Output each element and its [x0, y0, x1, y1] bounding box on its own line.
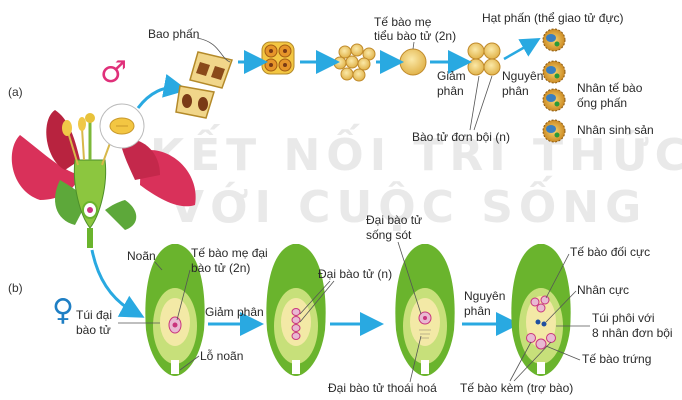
flower-ovule-core	[87, 207, 93, 213]
tetrad-haploid-spores	[467, 42, 501, 76]
label-nhan-te-bao-1: Nhân tế bào	[577, 81, 643, 95]
petal-back-left	[46, 110, 80, 170]
filament-3	[81, 127, 85, 161]
pollen-grain-1	[542, 28, 566, 52]
ovule-stage-1	[145, 244, 205, 376]
label-te-bao-me-2: tiểu bào tử (2n)	[374, 29, 456, 43]
pollen-grain-3	[542, 88, 566, 112]
female-symbol: ♀	[52, 293, 74, 328]
label-tui-dai-1: Túi đại	[76, 308, 112, 322]
anther-section-top	[189, 51, 233, 89]
label-hat-phan: Hạt phấn (thể giao tử đực)	[482, 11, 623, 25]
label-noan: Noãn	[127, 249, 156, 263]
label-tui-phoi-2: 8 nhân đơn bội	[592, 326, 673, 340]
label-bao-phan: Bao phấn	[148, 27, 199, 41]
watermark-line-1: KẾT NỐI TRI THỨC	[150, 123, 682, 181]
pollen-grains	[542, 28, 566, 143]
ovule-stage-2	[266, 244, 326, 376]
part-b-label: (b)	[8, 281, 23, 295]
flower-stem	[87, 228, 93, 248]
pollen-grain-4	[542, 119, 566, 143]
filament-1	[67, 131, 79, 166]
label-nguyen-phan-female-2: phân	[464, 304, 491, 318]
flower-illustration	[11, 110, 196, 248]
label-giam-phan-male-1: Giảm	[437, 69, 466, 83]
label-nhan-sinh-san: Nhân sinh sản	[577, 123, 654, 137]
arrow-mitosis-male	[503, 38, 541, 61]
anther-cross-section	[175, 51, 233, 119]
microspore-mother-cell-cluster	[333, 43, 376, 82]
watermark-line-2: VỚI CUỘC SỐNG	[170, 175, 647, 233]
ovule-stage-3	[395, 244, 455, 376]
label-te-bao-trung: Tế bào trứng	[582, 352, 651, 366]
anther-3	[78, 117, 86, 131]
arrow-flower-to-anther	[136, 74, 188, 109]
sepal-left	[55, 180, 88, 225]
label-te-bao-kem: Tế bào kèm (trợ bào)	[460, 381, 573, 395]
label-giam-phan-female: Giảm phân	[205, 305, 264, 319]
pollen-grain-2	[542, 60, 566, 84]
sepal-right	[105, 200, 137, 230]
label-dai-bao-tu-song-sot-1: Đại bào tử	[366, 213, 422, 227]
label-dai-bao-tu-thoai-hoa: Đại bào tử thoái hoá	[328, 381, 437, 395]
label-bao-tu-don-boi: Bào tử đơn bội (n)	[412, 130, 510, 144]
label-te-bao-me-dai-1: Tế bào mẹ đại	[191, 246, 268, 260]
stigma	[85, 113, 95, 123]
label-te-bao-me-dai-2: bào tử (2n)	[191, 261, 250, 275]
label-giam-phan-male-2: phân	[437, 84, 464, 98]
label-tui-phoi-1: Túi phôi với	[592, 311, 655, 325]
ovule-stage-4-embryo-sac	[511, 244, 571, 376]
petal-back-right	[120, 139, 160, 180]
microspore-mother-cell	[399, 48, 427, 76]
label-dai-bao-tu-n: Đại bào tử (n)	[318, 267, 392, 281]
label-lo-noan: Lỗ noãn	[200, 348, 243, 363]
anther-1	[62, 120, 72, 136]
label-tui-dai-2: bào tử	[76, 323, 111, 337]
male-symbol: ♂	[100, 55, 127, 90]
label-nguyen-phan-female-1: Nguyên	[464, 289, 505, 303]
label-nhan-cuc: Nhân cực	[577, 283, 629, 297]
label-nhan-te-bao-2: ống phấn	[577, 96, 627, 110]
label-dai-bao-tu-song-sot-2: sống sót	[366, 228, 412, 242]
anther-section-bottom	[175, 85, 215, 119]
label-nguyen-phan-male-2: phân	[502, 84, 529, 98]
label-te-bao-doi-cuc: Tế bào đối cực	[570, 245, 650, 259]
watermark: KẾT NỐI TRI THỨC VỚI CUỘC SỐNG	[150, 123, 682, 233]
label-nguyen-phan-male-1: Nguyên	[502, 69, 543, 83]
part-a-label: (a)	[8, 85, 23, 99]
pollen-sac-4-cells	[261, 41, 295, 75]
anther-zoom	[99, 103, 145, 149]
label-te-bao-me-1: Tế bào mẹ	[374, 15, 432, 29]
arrow-flower-to-ovule	[90, 249, 145, 318]
